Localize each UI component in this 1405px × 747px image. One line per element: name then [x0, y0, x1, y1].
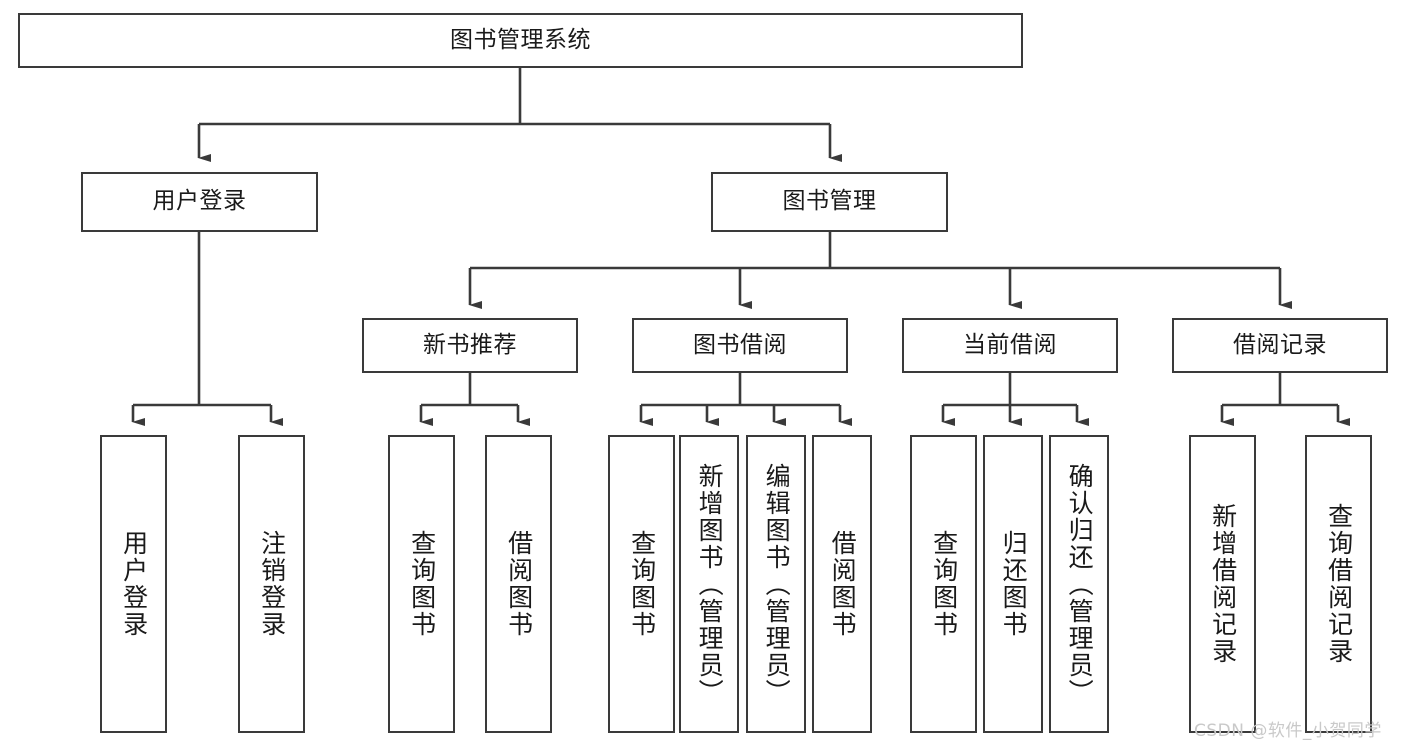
node-new-book-recommend[interactable]: 新书推荐	[362, 318, 578, 373]
node-user-login[interactable]: 用户登录	[81, 172, 318, 232]
node-root-label: 图书管理系统	[450, 26, 591, 53]
leaf-return-book[interactable]: 归还图书	[983, 435, 1043, 733]
leaf-add-book-admin[interactable]: 新增图书（管理员）	[679, 435, 739, 733]
node-borrow-records-label: 借阅记录	[1233, 331, 1327, 358]
node-book-borrow-label: 图书借阅	[693, 331, 787, 358]
node-current-borrow[interactable]: 当前借阅	[902, 318, 1118, 373]
leaf-query-book-recommend-label: 查询图书	[407, 530, 437, 638]
node-book-management-label: 图书管理	[782, 188, 877, 215]
node-new-book-recommend-label: 新书推荐	[423, 331, 517, 358]
leaf-borrow-book[interactable]: 借阅图书	[812, 435, 872, 733]
leaf-edit-book-admin-label: 编辑图书（管理员）	[762, 462, 792, 706]
csdn-watermark: CSDN @软件_小贺同学	[1194, 721, 1382, 741]
leaf-query-borrow-record-label: 查询借阅记录	[1324, 503, 1354, 665]
leaf-query-book-current-label: 查询图书	[929, 530, 959, 638]
leaf-confirm-return-admin-label: 确认归还（管理员）	[1065, 462, 1095, 706]
leaf-add-borrow-record[interactable]: 新增借阅记录	[1189, 435, 1256, 733]
leaf-user-login[interactable]: 用户登录	[100, 435, 167, 733]
leaf-borrow-book-recommend[interactable]: 借阅图书	[485, 435, 552, 733]
leaf-logout[interactable]: 注销登录	[238, 435, 305, 733]
leaf-query-book-current[interactable]: 查询图书	[910, 435, 977, 733]
leaf-user-login-label: 用户登录	[119, 530, 149, 638]
node-root[interactable]: 图书管理系统	[18, 13, 1023, 68]
leaf-return-book-label: 归还图书	[999, 530, 1029, 638]
leaf-borrow-book-recommend-label: 借阅图书	[504, 530, 534, 638]
leaf-edit-book-admin[interactable]: 编辑图书（管理员）	[746, 435, 806, 733]
leaf-query-book-borrow[interactable]: 查询图书	[608, 435, 675, 733]
leaf-logout-label: 注销登录	[257, 530, 287, 638]
node-current-borrow-label: 当前借阅	[963, 331, 1057, 358]
leaf-query-book-borrow-label: 查询图书	[627, 530, 657, 638]
node-book-borrow[interactable]: 图书借阅	[632, 318, 848, 373]
leaf-add-book-admin-label: 新增图书（管理员）	[695, 462, 725, 706]
leaf-borrow-book-label: 借阅图书	[828, 530, 858, 638]
leaf-confirm-return-admin[interactable]: 确认归还（管理员）	[1049, 435, 1109, 733]
node-book-management[interactable]: 图书管理	[711, 172, 948, 232]
node-user-login-label: 用户登录	[152, 188, 247, 215]
leaf-query-borrow-record[interactable]: 查询借阅记录	[1305, 435, 1372, 733]
node-borrow-records[interactable]: 借阅记录	[1172, 318, 1388, 373]
leaf-query-book-recommend[interactable]: 查询图书	[388, 435, 455, 733]
leaf-add-borrow-record-label: 新增借阅记录	[1208, 503, 1238, 665]
